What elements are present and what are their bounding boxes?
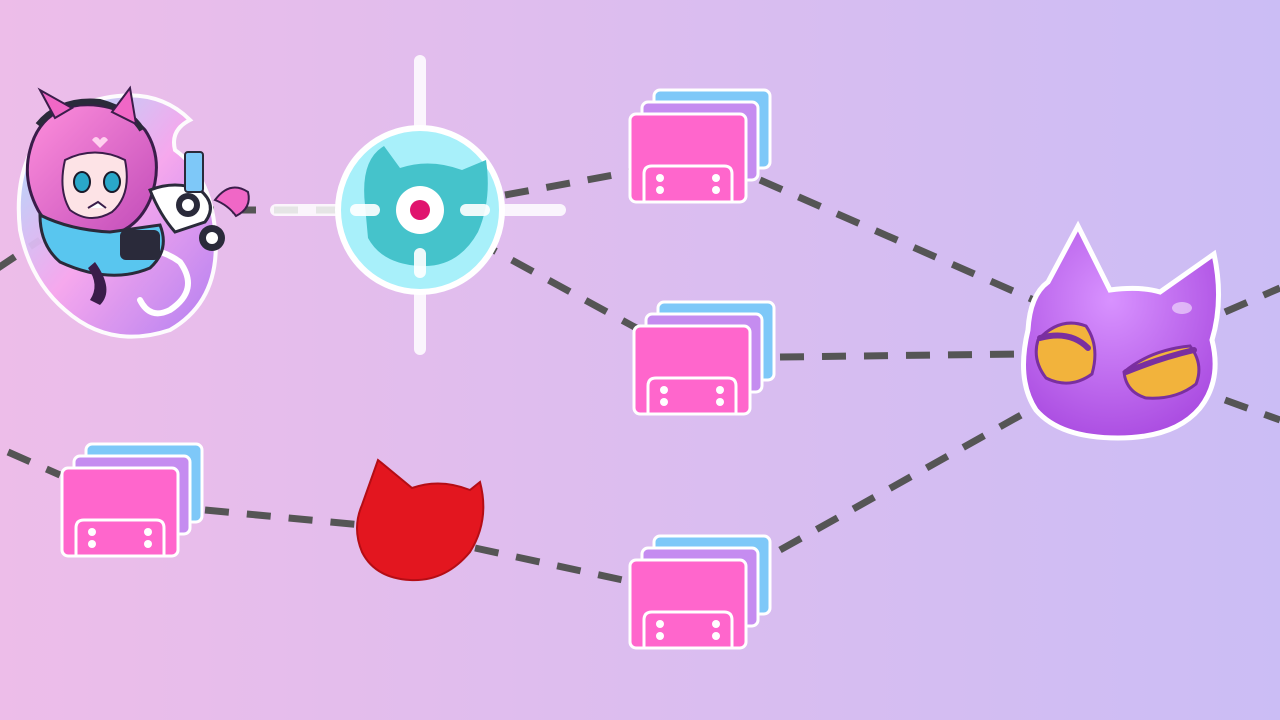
path-stage-4-to-boss [778, 406, 1032, 554]
purple-cat-boss-icon [1021, 220, 1221, 441]
current-node-crosshair[interactable] [270, 55, 566, 355]
stage-cards-icon [628, 534, 772, 650]
player-character[interactable] [16, 85, 250, 339]
crosshair-dot [410, 200, 430, 220]
path-crosshair-to-stage-1 [504, 168, 631, 199]
stage-node-1[interactable] [628, 88, 772, 204]
path-offscreen-to-stage-3 [6, 448, 62, 479]
stage-cards-icon [60, 442, 204, 558]
red-cat-icon [356, 458, 485, 582]
stage-node-2[interactable] [632, 300, 776, 416]
stage-node-4[interactable] [628, 534, 772, 650]
stage-cards-icon [628, 88, 772, 204]
boss-node[interactable] [1021, 220, 1221, 441]
path-boss-to-offscreen-bottom [1223, 396, 1280, 424]
path-stage-1-to-boss [758, 176, 1047, 309]
stage-cards-icon [632, 300, 776, 416]
stage-node-3[interactable] [60, 442, 204, 558]
path-red-cat-to-stage-4 [474, 544, 633, 586]
enemy-node[interactable] [356, 458, 485, 582]
crosshair-cat-icon [270, 55, 566, 355]
path-crosshair-to-stage-2 [473, 236, 642, 334]
path-boss-to-offscreen-top [1223, 284, 1280, 316]
path-stage-3-to-red-cat [204, 506, 363, 529]
hero-girl-icon [16, 85, 250, 339]
